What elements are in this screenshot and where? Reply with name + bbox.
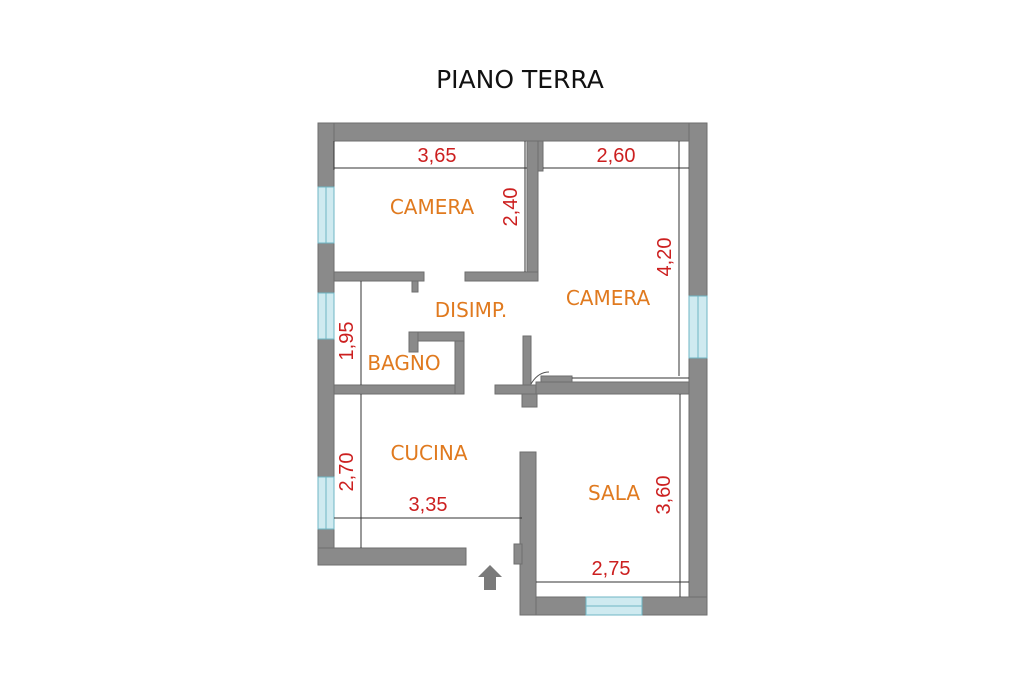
wall-bottom-left [317,547,467,566]
wall-right [688,122,708,616]
dim-camera-2-depth: 4,20 [654,238,676,277]
dimension-lines [333,141,689,597]
wall-entrance-jamb [513,543,523,565]
wall-bagno-bottom [333,384,465,395]
windows [317,186,708,616]
wall-door-jamb [411,280,419,293]
wall-camera-divider [526,140,539,277]
wall-camera-divider-cap [537,140,544,172]
room-label-camera-1: CAMERA [390,195,475,219]
dim-cucina-width: 3,35 [409,494,448,516]
dim-camera-2-width: 2,60 [597,145,636,167]
room-label-disimpegno: DISIMP. [435,298,507,322]
walls [317,122,708,616]
plan-title: PIANO TERRA [436,65,604,94]
wall-entrance-right [519,451,537,616]
room-label-cucina: CUCINA [390,441,467,465]
wall-corridor-bottom [494,384,542,395]
wall-camera1-bottom-right [464,271,539,282]
door-swing [530,371,550,385]
dim-sala-depth: 3,60 [653,476,675,515]
dim-camera-1-width: 3,65 [418,145,457,167]
wall-top [317,122,708,142]
room-label-camera-2: CAMERA [566,286,651,310]
room-label-bagno: BAGNO [367,351,440,375]
wall-corridor-pillar [521,393,538,408]
dim-bagno-depth: 1,95 [336,322,358,361]
dim-sala-width: 2,75 [592,558,631,580]
dim-camera-1-depth: 2,40 [500,188,522,227]
dimension-labels: 3,65 2,40 2,60 4,20 1,95 2,70 3,35 3,60 … [336,145,676,580]
wall-camera1-bottom-left [333,271,425,282]
wall-bagno-stub [408,331,419,353]
wall-sala-top [535,381,690,395]
room-label-sala: SALA [588,481,640,505]
room-labels: CAMERA CAMERA DISIMP. BAGNO CUCINA SALA [367,195,650,505]
up-arrow-icon [478,565,502,590]
dim-cucina-depth: 2,70 [336,453,358,492]
